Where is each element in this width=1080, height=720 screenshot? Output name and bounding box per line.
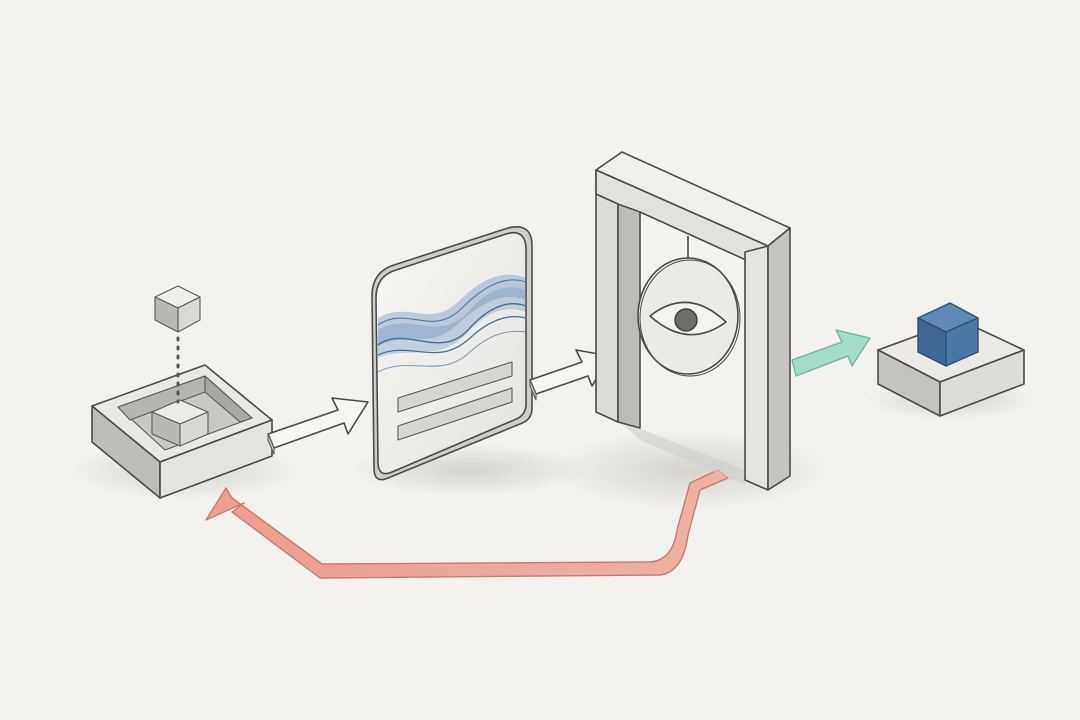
result-cube-icon (917, 302, 979, 367)
tray-cube-icon (151, 399, 209, 447)
feedback-arrow (205, 469, 729, 579)
eye-disc-icon (637, 257, 741, 377)
arrow-tray-to-card (267, 397, 369, 455)
accept-arrow (791, 329, 871, 377)
waveform-document-icon (371, 226, 533, 481)
eye-gate-icon (595, 151, 791, 491)
wave-lines (377, 274, 527, 373)
input-tray-icon (91, 364, 273, 499)
blue-cube-platform-icon (877, 302, 1025, 417)
small-gray-cube-icon (154, 285, 201, 333)
